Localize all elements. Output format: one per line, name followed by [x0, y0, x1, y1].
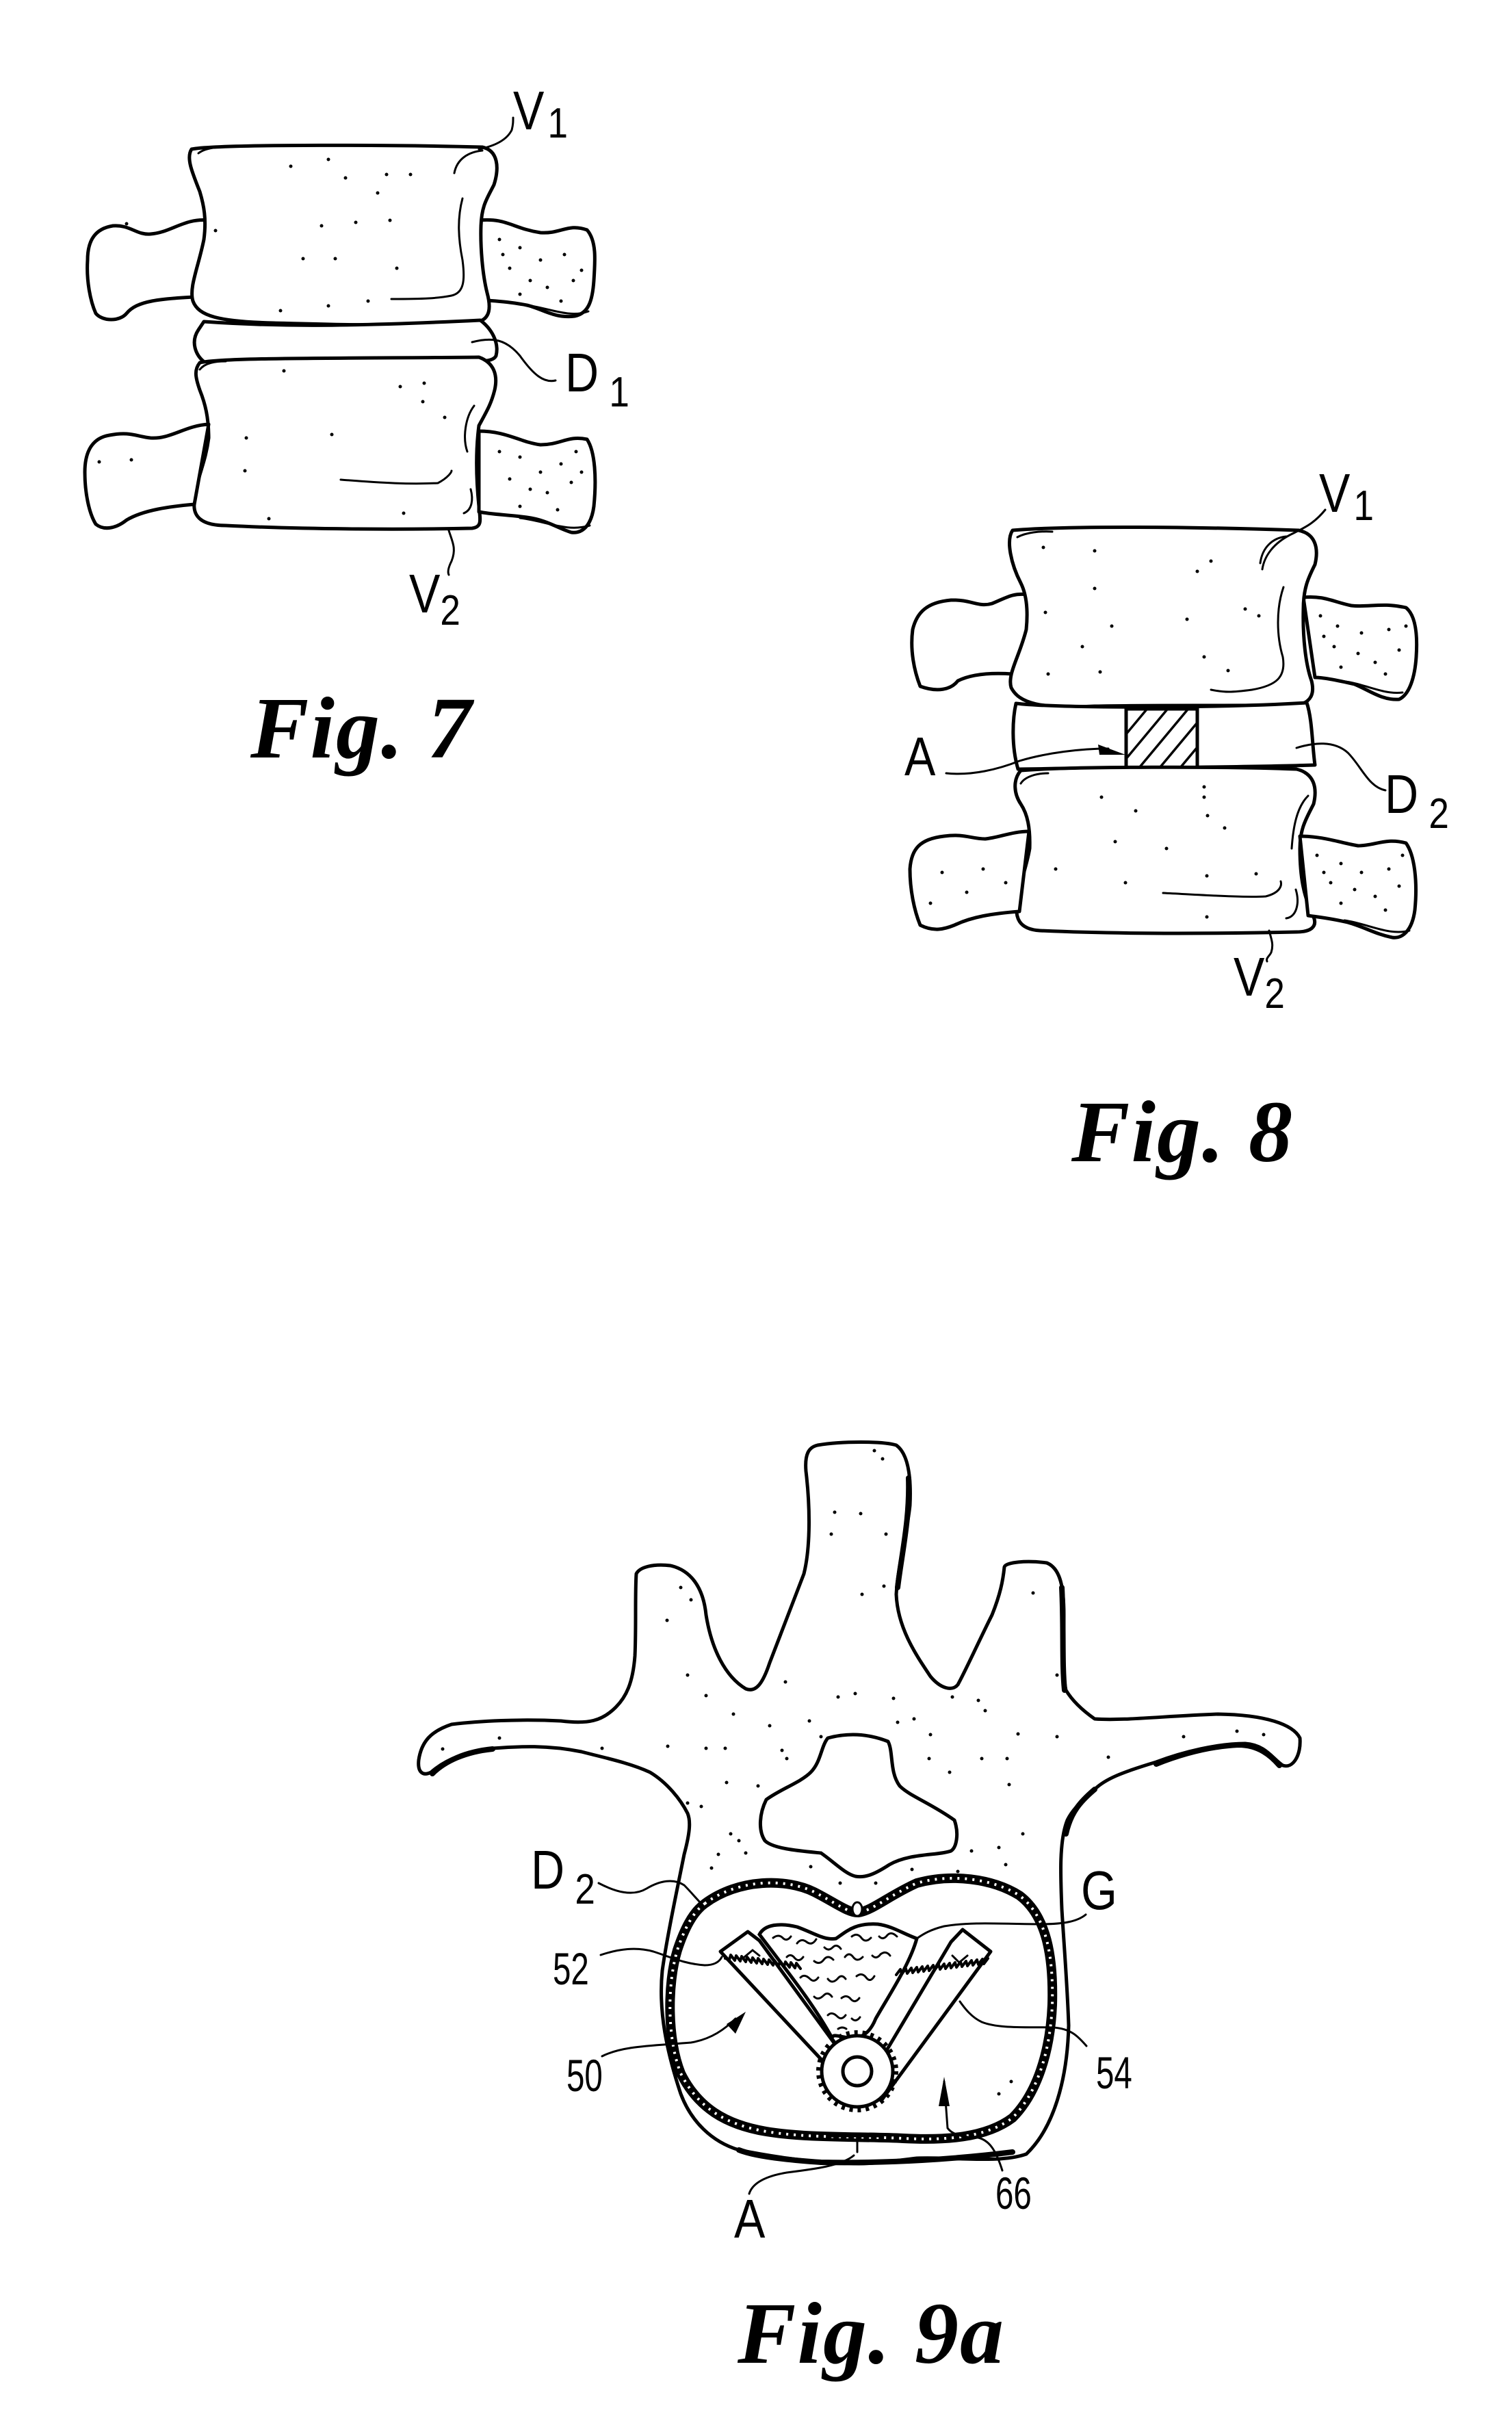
fig9a-label-a: A	[734, 2188, 766, 2249]
fig9a-d2-leader	[597, 1880, 703, 1905]
fig7-vertebra-v2	[192, 355, 498, 531]
fig9a-label-g: G	[1081, 1860, 1117, 1921]
fig7-lower-right-process	[477, 429, 597, 534]
fig7-v2-leader	[447, 527, 455, 576]
fig7-vertebra-v1	[187, 143, 499, 327]
fig9a-implant-50	[718, 1928, 993, 2112]
fig8-label-a: A	[904, 726, 936, 787]
fig9a-arrow-50-head	[727, 2012, 746, 2034]
fig8-d2-leader	[1295, 742, 1387, 792]
fig9a-label-66: 66	[995, 2168, 1032, 2218]
fig8-title: Fig. 8	[1071, 1083, 1294, 1180]
fig9a-annulus-opening	[830, 2135, 884, 2153]
fig8-stipple	[928, 545, 1408, 919]
fig7-label-v2: V2	[409, 563, 460, 634]
fig8-a-leader	[945, 747, 1110, 775]
fig7-d1-leader	[471, 338, 557, 383]
fig8-lower-left-process	[908, 829, 1031, 931]
fig9a-disc-notch	[851, 1901, 863, 1917]
fig7-title: Fig. 7	[250, 679, 473, 777]
fig8-v2-leader	[1266, 929, 1274, 963]
fig8-lower-right-process	[1298, 834, 1418, 940]
fig9a-arrow-66-leader	[943, 2080, 1004, 2172]
fig9a-label-50: 50	[566, 2050, 603, 2101]
fig7-lower-left-process	[83, 422, 211, 530]
fig9a-a-leader	[748, 2154, 855, 2195]
fig7-drawing	[83, 116, 597, 576]
fig9a-label-54: 54	[1096, 2047, 1132, 2098]
fig8-drawing	[908, 508, 1419, 963]
fig8-label-v1: V1	[1319, 463, 1374, 530]
fig9a-stipple	[441, 1449, 1266, 2096]
fig9a-52-leader	[599, 1947, 723, 1967]
fig8-v1-leader	[1261, 508, 1327, 571]
fig7-v1-leader	[478, 116, 514, 151]
fig9a-drawing	[417, 1440, 1302, 2195]
fig7-stipple	[97, 157, 584, 521]
fig9a-title: Fig. 9a	[738, 2285, 1005, 2382]
fig8-upper-left-process	[910, 592, 1030, 692]
fig9a-pinion-gear	[816, 2030, 898, 2112]
fig9a-label-52: 52	[553, 1943, 589, 1994]
fig9a-arrow-50-leader	[601, 2017, 737, 2058]
fig8-label-v2: V2	[1234, 946, 1285, 1018]
fig7-upper-left-process	[86, 218, 211, 322]
fig9a-54-leader	[959, 2000, 1088, 2047]
fig8-a-arrowhead	[1098, 744, 1125, 755]
fig8-vertebra-v2	[1013, 765, 1317, 935]
fig9a-arm-52	[718, 1930, 841, 2069]
fig7-upper-right-process	[477, 218, 597, 319]
fig9a-arrow-66-head	[939, 2077, 950, 2106]
fig9a-vertebral-foramen	[758, 1733, 959, 1879]
fig9a-g-leader	[915, 1913, 1087, 1940]
fig8-vertebra-v1	[1008, 525, 1318, 709]
fig8-access-region-a	[1124, 707, 1199, 770]
fig7-label-v1: V1	[513, 80, 568, 147]
